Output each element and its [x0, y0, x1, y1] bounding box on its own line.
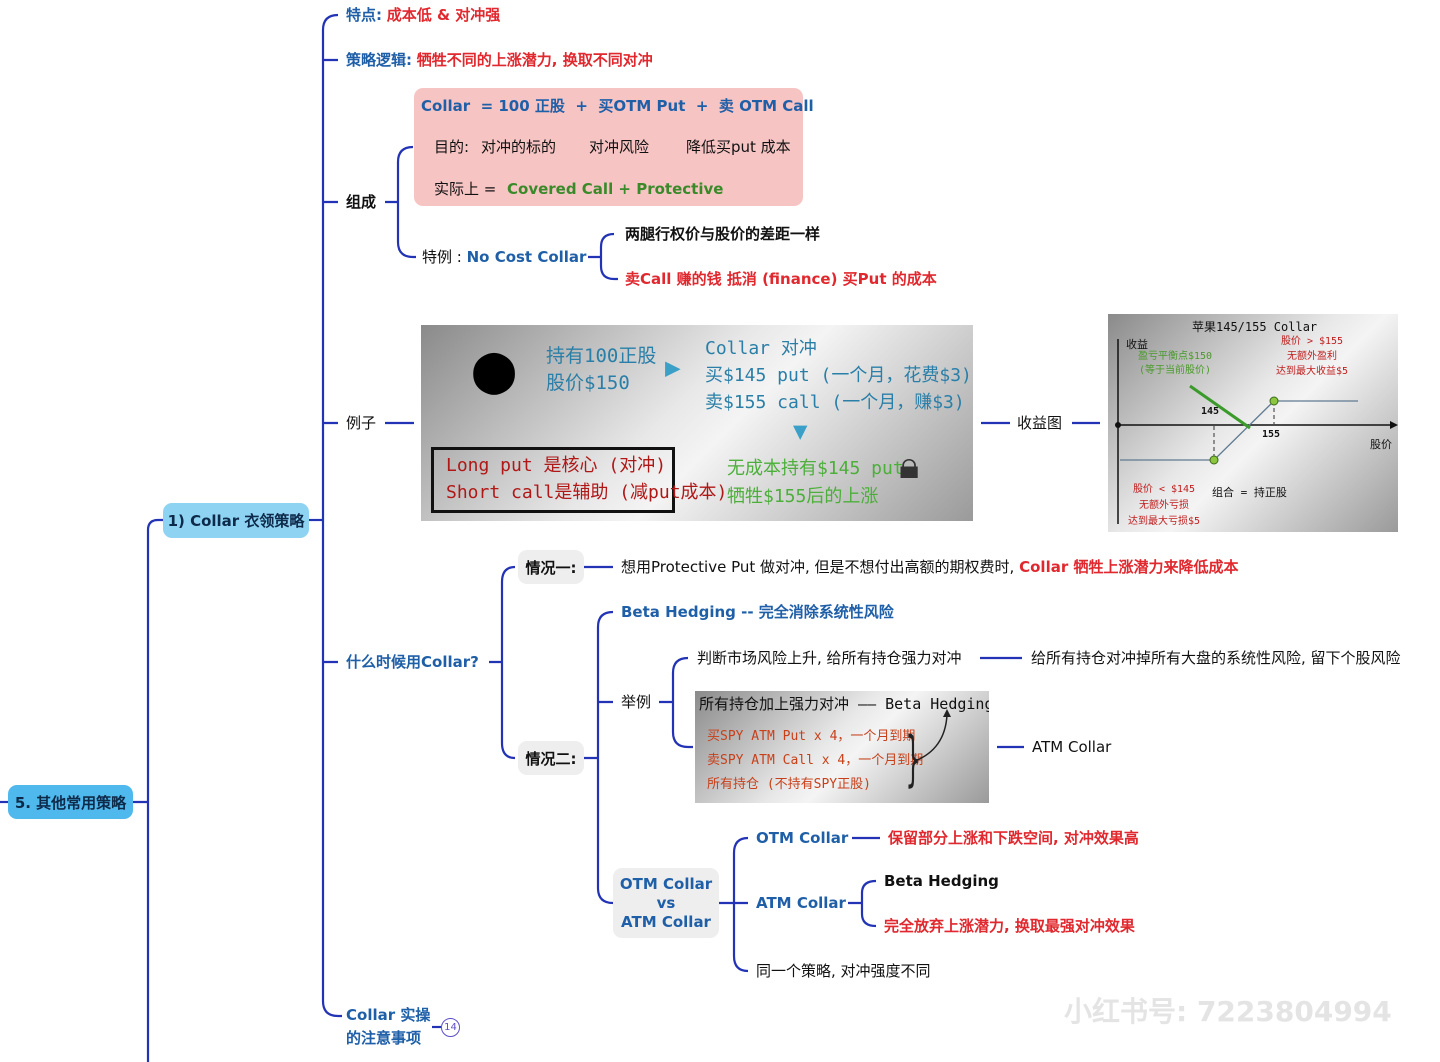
atm-collar-result[interactable]: ATM Collar — [1032, 738, 1112, 756]
actual-label: 实际上 = — [434, 180, 497, 198]
breakeven-note: 盈亏平衡点$150(等于当前股价) — [1138, 351, 1213, 376]
judge-result[interactable]: 给所有持仓对冲掉所有大盘的系统性风险, 留下个股风险 — [1031, 649, 1401, 667]
case1-highlight: Collar 牺牲上涨潜力来降低成本 — [1019, 558, 1239, 576]
collar-example-image: ● 持有100正股股价$150 ▶ Collar 对冲买$145 put (一个… — [421, 325, 973, 521]
image3-title: 所有持仓加上强力对冲 —— Beta Hedging — [699, 695, 989, 713]
case2-label: 情况二: — [525, 749, 577, 768]
vs-atm: ATM Collar — [621, 912, 711, 931]
features-node[interactable]: 特点: 成本低 & 对冲强 — [346, 5, 500, 25]
special-value: No Cost Collar — [466, 248, 587, 266]
practice-line2: 的注意事项 — [346, 1029, 422, 1047]
example-node[interactable]: 例子 — [346, 414, 377, 432]
payoff-title: 苹果145/155 Collar — [1192, 320, 1318, 334]
collar-node[interactable]: 1) Collar 衣领策略 — [163, 503, 309, 538]
arrow-down-icon: ▼ — [793, 417, 808, 445]
vs-otm: OTM Collar — [619, 874, 713, 893]
hold-text: 持有100正股股价$150 — [546, 345, 657, 394]
example2-node[interactable]: 举例 — [621, 693, 652, 711]
payoff-ylabel: 收益 — [1126, 338, 1148, 351]
watermark: 小红书号: 7223804994 — [1064, 995, 1392, 1028]
purpose-b: 对冲风险 — [589, 138, 650, 156]
otm-collar-node[interactable]: OTM Collar — [756, 829, 849, 847]
case1-label: 情况一: — [525, 558, 577, 577]
logic-label: 策略逻辑: — [346, 51, 412, 69]
atm-child-desc[interactable]: 完全放弃上涨潜力, 换取最强对冲效果 — [884, 917, 1135, 935]
case1-node[interactable]: 情况一: — [518, 550, 584, 584]
logic-value: 牺牲不同的上涨潜力, 换取不同对冲 — [416, 51, 653, 69]
practice-line1: Collar 实操 — [346, 1006, 431, 1024]
when-node[interactable]: 什么时候用Collar? — [346, 653, 479, 671]
brace-icon: } — [905, 724, 921, 794]
arrow-right-icon: ▶ — [665, 353, 681, 383]
purpose-a: 对冲的标的 — [481, 138, 557, 156]
judge-node[interactable]: 判断市场风险上升, 给所有持仓强力对冲 — [697, 649, 962, 667]
composition-box — [414, 88, 803, 206]
apple-logo-icon: ● — [473, 327, 516, 409]
middle-note: 组合 = 持正股 — [1212, 486, 1287, 499]
atm-child-beta[interactable]: Beta Hedging — [884, 872, 999, 890]
same-strategy-node[interactable]: 同一个策略, 对冲强度不同 — [756, 962, 931, 980]
beta-hedging-node[interactable]: Beta Hedging -- 完全消除系统性风险 — [621, 603, 894, 621]
logic-node[interactable]: 策略逻辑: 牺牲不同的上涨潜力, 换取不同对冲 — [346, 50, 653, 70]
case1-text[interactable]: 想用Protective Put 做对冲, 但是不想付出高额的期权费时, Col… — [621, 557, 1238, 577]
special-label: 特例 : — [422, 248, 462, 266]
payoff-xlabel: 股价 — [1370, 438, 1392, 451]
payoff-diagram — [1115, 339, 1398, 524]
core-box: Long put 是核心 (对冲)Short call是辅助 (减put成本) — [431, 447, 727, 513]
curved-arrow-icon — [914, 709, 951, 762]
root-node[interactable]: 5. 其他常用策略 — [8, 785, 133, 819]
features-value: 成本低 & 对冲强 — [386, 6, 501, 24]
payoff-chart-image: 苹果145/155 Collar 收益 股价 盈亏平衡点$150(等于当前股价)… — [1108, 314, 1398, 532]
special-child-2[interactable]: 卖Call 赚的钱 抵消 (finance) 买Put 的成本 — [625, 270, 937, 288]
features-label: 特点: — [346, 6, 382, 24]
vs-text: vs — [656, 893, 676, 912]
actual-value: Covered Call + Protective — [507, 180, 724, 198]
purpose-c: 降低买put 成本 — [686, 138, 791, 156]
atm-collar-node[interactable]: ATM Collar — [756, 894, 846, 912]
otm-collar-desc[interactable]: 保留部分上涨和下跌空间, 对冲效果高 — [888, 829, 1139, 847]
special-child-1[interactable]: 两腿行权价与股价的差距一样 — [625, 225, 821, 243]
collapsed-count-badge[interactable]: 14 — [441, 1018, 460, 1037]
lock-hand-icon: 🔒︎ — [899, 443, 920, 487]
collar-node-label: 1) Collar 衣领策略 — [167, 512, 305, 530]
root-label: 5. 其他常用策略 — [14, 793, 127, 812]
case2-node[interactable]: 情况二: — [518, 741, 584, 775]
payoff-label[interactable]: 收益图 — [1017, 414, 1063, 432]
beta-hedging-image: 所有持仓加上强力对冲 —— Beta Hedging 买SPY ATM Put … — [695, 691, 989, 803]
image3-lines: 买SPY ATM Put x 4，一个月到期卖SPY ATM Call x 4，… — [707, 729, 924, 792]
collar-text: Collar 对冲买$145 put (一个月，花费$3)卖$155 call … — [705, 338, 972, 413]
special-node[interactable]: 特例 : No Cost Collar — [422, 247, 586, 267]
composition-node[interactable]: 组成 — [346, 193, 377, 211]
case1-desc: 想用Protective Put 做对冲, 但是不想付出高额的期权费时, — [621, 558, 1015, 576]
strike-145: 145 — [1201, 406, 1220, 417]
strike-155: 155 — [1262, 429, 1281, 440]
purpose-label: 目的: — [434, 138, 470, 156]
collar-formula: Collar = 100 正股 + 买OTM Put + 卖 OTM Call — [421, 97, 814, 115]
practice-node[interactable]: Collar 实操的注意事项 — [346, 1004, 430, 1050]
